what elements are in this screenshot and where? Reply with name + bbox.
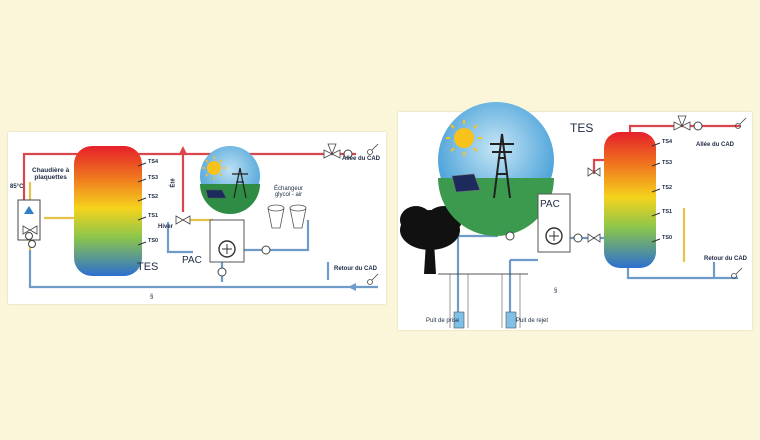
storage-tank xyxy=(604,132,656,268)
pump-icon xyxy=(28,240,36,248)
fan-icon xyxy=(267,204,285,229)
valve-icon xyxy=(323,143,341,159)
burner-icon xyxy=(24,206,34,214)
fan-icon xyxy=(289,204,307,229)
valve-icon xyxy=(587,167,601,177)
heat-pump xyxy=(209,219,245,263)
cold-pipe-network xyxy=(28,220,378,289)
pump-icon xyxy=(573,233,583,243)
tank-label: TES xyxy=(570,121,594,135)
heat-pump-label: PAC xyxy=(182,255,202,266)
sensor-label-ts4: TS4 xyxy=(148,159,159,165)
pump-icon xyxy=(25,232,33,240)
sensor-label-ts3: TS3 xyxy=(148,175,159,181)
sensor-label-ts1: TS1 xyxy=(148,213,159,219)
valve-icon xyxy=(175,215,191,225)
boiler-temp-label: 85°C xyxy=(10,184,24,190)
well-intake-label: Puit de prise xyxy=(426,318,460,324)
supply-label: Allée du CAD xyxy=(342,156,381,162)
well-reject-label: Puit de rejet xyxy=(516,318,549,324)
tank-sensors xyxy=(651,142,661,243)
energy-circle xyxy=(438,102,554,236)
hot-pipe-network xyxy=(22,146,356,214)
cold-pipe-network xyxy=(456,234,738,320)
winter-label: Hiver xyxy=(158,224,174,230)
well-intake xyxy=(453,311,465,329)
pump-icon xyxy=(505,231,515,241)
supply-label: Allée du CAD xyxy=(696,142,735,148)
sensor-label-ts3: TS3 xyxy=(662,160,673,166)
sensor-label-ts2: TS2 xyxy=(148,194,159,200)
solar-panel-icon xyxy=(205,189,227,199)
sensor-label-ts0: TS0 xyxy=(148,238,159,244)
pump-icon xyxy=(261,245,271,255)
tank-sensors xyxy=(137,162,147,246)
power-pylon-icon xyxy=(490,133,514,199)
footnote-mark: § xyxy=(150,294,154,300)
valve-icon xyxy=(587,233,601,243)
valve-icon xyxy=(673,115,691,131)
sensor-label-ts4: TS4 xyxy=(662,139,673,145)
well-reject xyxy=(505,311,517,329)
diagram-left-svg xyxy=(17,143,379,291)
energy-circle xyxy=(200,146,260,214)
arrow-icon xyxy=(348,283,356,291)
power-pylon-icon xyxy=(232,167,248,199)
sensor-label-ts0: TS0 xyxy=(662,235,673,241)
sun-icon xyxy=(446,120,482,156)
return-label: Retour du CAD xyxy=(704,256,747,262)
tank-label: TES xyxy=(137,261,159,273)
solar-panel-icon xyxy=(451,173,481,193)
storage-tank xyxy=(74,146,142,276)
sensor-label-ts2: TS2 xyxy=(662,185,673,191)
outlet-symbol xyxy=(731,117,747,279)
pump-icon xyxy=(343,149,353,159)
footnote-mark: § xyxy=(554,288,558,294)
pump-icon xyxy=(217,267,227,277)
arrow-icon xyxy=(179,146,187,154)
sun-icon xyxy=(202,156,226,180)
return-label: Retour du CAD xyxy=(334,266,377,272)
heat-pump xyxy=(537,193,571,253)
diagram-panel-right: TES TS4 TS3 TS2 TS1 TS0 PAC Allée du CAD… xyxy=(398,102,752,330)
summer-label: Été xyxy=(170,178,177,188)
hot-pipe-network xyxy=(592,124,740,174)
outlet-symbol xyxy=(367,143,379,285)
sensor-label-ts1: TS1 xyxy=(662,209,673,215)
tree-icon xyxy=(400,206,462,274)
diagram-right-svg xyxy=(400,102,747,329)
heat-pump-label: PAC xyxy=(540,199,560,210)
valve-icon xyxy=(22,225,38,235)
pump-icon xyxy=(693,121,703,131)
